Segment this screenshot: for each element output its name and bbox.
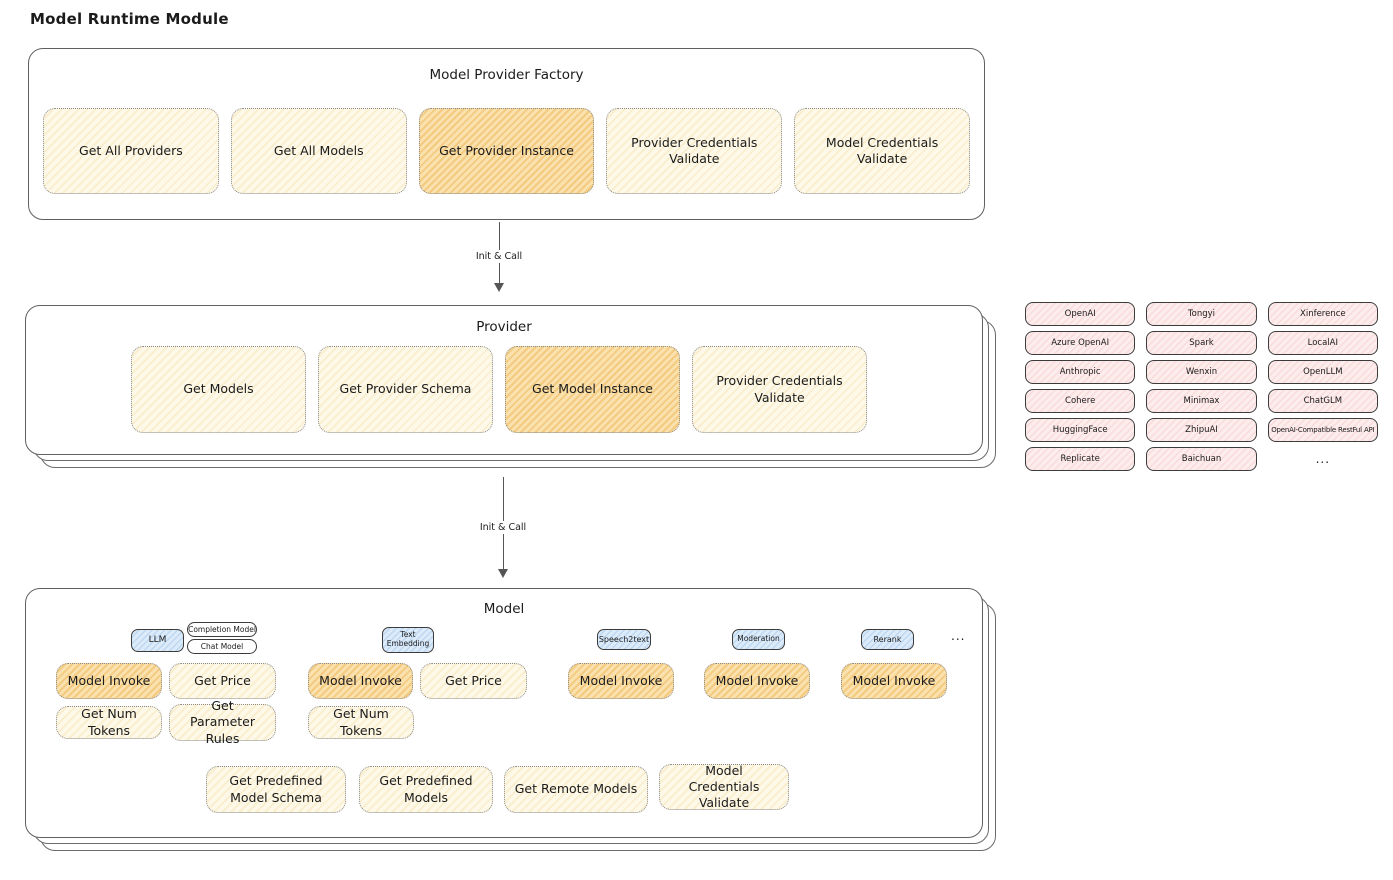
model-type-subtag-chat-model: Chat Model [187, 639, 257, 654]
model-type-tag-moderation: Moderation [732, 629, 785, 650]
factory-node-get-provider-instance: Get Provider Instance [418, 108, 595, 194]
provider-chip-chatglm: ChatGLM [1267, 389, 1378, 413]
provider-chip-localai: LocalAI [1267, 331, 1378, 355]
provider-chip-huggingface: HuggingFace [1025, 418, 1136, 442]
provider-node-get-models: Get Models [131, 346, 306, 433]
factory-node-get-all-models: Get All Models [230, 108, 407, 194]
provider-node-provider-credentials-validate: Provider Credentials Validate [692, 346, 867, 433]
model-action-llm-get-price: Get Price [169, 663, 276, 699]
model-box: Model LLM Completion Model Chat Model Te… [25, 588, 983, 838]
model-action-get-predefined-models: Get Predefined Models [359, 766, 493, 813]
factory-node-get-all-providers: Get All Providers [43, 108, 219, 194]
factory-node-provider-credentials-validate: Provider Credentials Validate [606, 108, 783, 194]
factory-button-row: Get All Providers Get All Models Get Pro… [43, 108, 970, 194]
provider-chip-baichuan: Baichuan [1146, 447, 1257, 471]
provider-chip-azure-openai: Azure OpenAI [1025, 331, 1136, 355]
model-type-tag-rerank: Rerank [861, 629, 914, 650]
model-action-embedding-model-invoke: Model Invoke [308, 663, 413, 699]
provider-chip-replicate: Replicate [1025, 447, 1136, 471]
provider-title: Provider [476, 319, 532, 335]
model-action-get-remote-models: Get Remote Models [504, 766, 648, 813]
provider-chip-openllm: OpenLLM [1267, 360, 1378, 384]
provider-chip-openai-compatible: OpenAI-Compatible RestFul API [1267, 418, 1378, 442]
provider-chip-tongyi: Tongyi [1146, 302, 1257, 326]
provider-chip-wenxin: Wenxin [1146, 360, 1257, 384]
provider-box: Provider Get Models Get Provider Schema … [25, 305, 983, 455]
model-type-subtag-completion-model: Completion Model [187, 622, 257, 637]
factory-box: Model Provider Factory Get All Providers… [28, 48, 985, 220]
provider-chip-anthropic: Anthropic [1025, 360, 1136, 384]
init-call-label-2: Init & Call [475, 521, 531, 534]
model-action-embedding-get-num-tokens: Get Num Tokens [308, 706, 414, 739]
provider-chip-cohere: Cohere [1025, 389, 1136, 413]
model-action-llm-get-parameter-rules: Get Parameter Rules [169, 698, 276, 746]
provider-list-ellipsis: ... [1315, 452, 1331, 466]
factory-title: Model Provider Factory [429, 67, 584, 83]
provider-button-row: Get Models Get Provider Schema Get Model… [131, 346, 867, 433]
factory-node-model-credentials-validate: Model Credentials Validate [794, 108, 970, 194]
provider-chip-spark: Spark [1146, 331, 1257, 355]
model-type-tag-speech2text: Speech2text [597, 629, 651, 650]
provider-node-get-model-instance: Get Model Instance [505, 346, 680, 433]
model-action-rerank-model-invoke: Model Invoke [841, 663, 947, 699]
model-title: Model [483, 601, 525, 617]
init-call-label-1: Init & Call [471, 250, 527, 263]
provider-chip-openai: OpenAI [1025, 302, 1136, 326]
model-action-model-credentials-validate: Model Credentials Validate [659, 763, 789, 810]
provider-chip-zhipuai: ZhipuAI [1146, 418, 1257, 442]
model-type-tag-llm: LLM [131, 629, 184, 652]
model-types-ellipsis: ... [951, 629, 966, 643]
diagram-title: Model Runtime Module [30, 10, 229, 28]
model-action-speech2text-model-invoke: Model Invoke [568, 663, 674, 699]
model-action-get-predefined-model-schema: Get Predefined Model Schema [206, 766, 346, 813]
provider-chip-xinference: Xinference [1267, 302, 1378, 326]
model-action-llm-model-invoke: Model Invoke [56, 663, 162, 699]
model-action-llm-get-num-tokens: Get Num Tokens [56, 706, 162, 739]
model-type-tag-text-embedding: Text Embedding [382, 627, 434, 653]
model-action-moderation-model-invoke: Model Invoke [704, 663, 810, 699]
provider-list: OpenAI Tongyi Xinference Azure OpenAI Sp… [1025, 302, 1378, 471]
model-action-embedding-get-price: Get Price [420, 663, 527, 699]
provider-chip-minimax: Minimax [1146, 389, 1257, 413]
provider-node-get-provider-schema: Get Provider Schema [318, 346, 493, 433]
